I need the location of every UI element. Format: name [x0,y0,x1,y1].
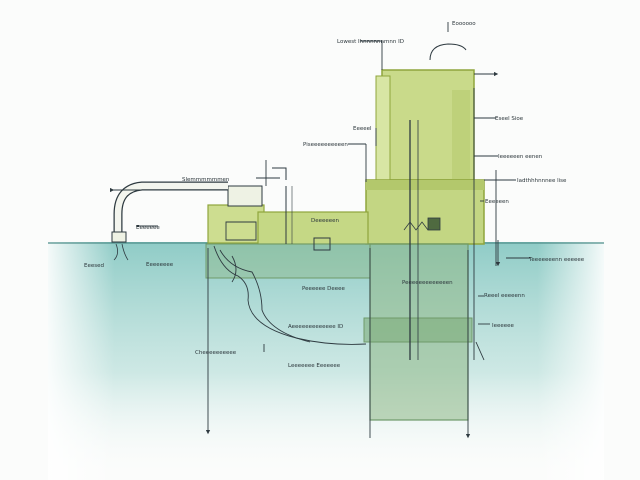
submerged-hoses [213,245,367,345]
label-platform: Deeeeeen [311,218,340,224]
label-left-3: Eeeeeee [136,225,160,231]
leader-lines [109,22,530,439]
label-top-right: Eoooooo [452,21,476,27]
label-top-center: Lowest Ihnnnnnnmnn ID [337,39,404,45]
label-pipe-top: Slemmmmmmen [182,177,230,183]
diagram-labels: Eoooooo Lowest Ihnnnnnnmnn ID Eseel Sioe… [84,21,585,369]
intake-pipe [111,181,228,261]
label-water-2: Eeeeeeee [146,262,174,268]
label-left-1: Eeeeel [353,126,372,132]
label-right-5: Teeeeeeenn eeeeee [528,257,585,263]
water-body [48,242,604,480]
label-right-3: Iadthhhnnnee lise [517,178,567,184]
label-underwater-2: Aeeeeeeeeeeeee ID [288,324,343,330]
main-pump-tower [363,43,485,421]
label-right-4: Eeeeeen [485,199,509,205]
label-underwater-1: Peeeeee Deeee [302,286,346,292]
label-right-6: Reeel eeeeenn [484,293,525,299]
label-right-2: Ieeeeeen eenen [498,154,543,160]
label-underwater-3: Leeeeeee Eeeeeee [288,363,341,369]
intake-platform [205,167,371,279]
label-right-7: Ieeeeee [492,323,515,329]
label-inner-1: Peeeeeeeeeeeeen [402,280,453,286]
label-water-1: Eeesed [84,263,104,269]
label-left-deep: Cheeeeeeeeee [195,350,237,356]
label-left-2: Piseeeeeeeeeen [303,142,348,148]
label-right-1: Eseel Sioe [495,116,524,122]
